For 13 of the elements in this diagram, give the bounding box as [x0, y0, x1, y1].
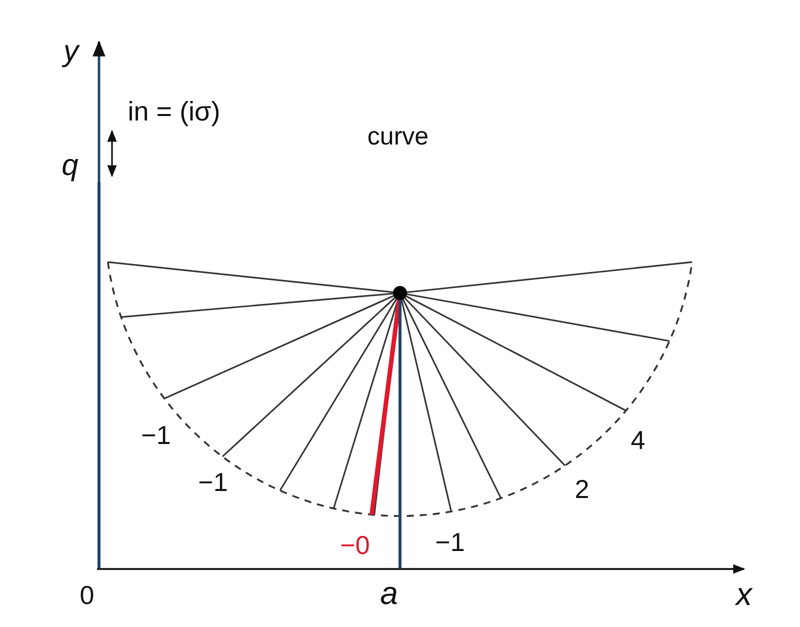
- value-label: 2: [574, 476, 590, 502]
- value-label: 4: [630, 427, 646, 453]
- axis-label: y: [64, 37, 78, 67]
- value-label: −1: [198, 469, 228, 495]
- formula-label: in = (iσ): [128, 98, 220, 126]
- axis-label: x: [736, 578, 752, 610]
- axis-label: q: [62, 151, 78, 181]
- value-label: −1: [141, 422, 171, 448]
- value-label: −1: [435, 529, 465, 555]
- origin-label: 0: [80, 582, 94, 608]
- curve-label: curve: [367, 124, 429, 150]
- value-label: −0: [340, 532, 370, 558]
- axis-label: a: [380, 577, 398, 609]
